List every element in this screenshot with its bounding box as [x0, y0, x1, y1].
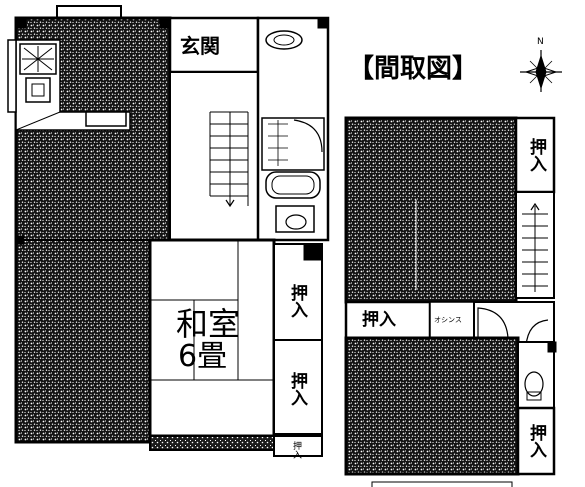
stove-burner-icon	[22, 46, 54, 72]
toilet-room	[275, 205, 315, 233]
bathtub-icon	[265, 171, 321, 199]
washroom	[261, 117, 325, 171]
pillar-3	[159, 17, 171, 29]
oshiire-1f-lower	[273, 339, 323, 435]
sink-icon	[25, 77, 51, 103]
kitchen-diagonal	[15, 111, 61, 131]
toilet-icon	[285, 214, 307, 230]
tatami-lines	[150, 240, 274, 381]
washbasin-bowl-icon	[273, 34, 295, 46]
second-floor	[344, 116, 557, 476]
pillar-4	[317, 17, 329, 29]
upper-room-textured	[344, 116, 518, 304]
floor-grate-icon	[268, 120, 288, 166]
stair-arrow-icon	[225, 199, 235, 208]
oshiire-2f-top-label: 押入	[526, 138, 546, 172]
oshiire-1f-lower-label: 押入	[287, 372, 307, 406]
lower-room-textured	[344, 336, 520, 476]
toilet-room-2f	[517, 341, 555, 409]
scale-bar	[371, 481, 513, 487]
plan-title: 【間取図】	[348, 54, 479, 84]
oshiire-2f-hall	[344, 300, 432, 340]
first-floor	[7, 5, 330, 457]
toilet-2f-icon	[524, 371, 544, 397]
door-swing-1	[477, 307, 509, 339]
engawa-strip	[149, 435, 275, 451]
genkan-room	[168, 16, 260, 74]
compass-north-label: N	[537, 37, 544, 47]
sink-basin-icon	[31, 83, 45, 97]
fridge-icon	[85, 111, 127, 127]
oshiire-1f-small-label: 押入	[291, 441, 301, 459]
window-bay-top	[56, 5, 122, 19]
oshiire-2f-bottom-label: 押入	[526, 424, 546, 458]
pillar-2	[15, 17, 27, 29]
washitsu-name-label: 和室	[176, 305, 241, 343]
bathtub-inner-icon	[271, 175, 315, 195]
toilet-tank-icon	[526, 391, 542, 401]
genkan-label: 玄関	[180, 34, 220, 58]
oshiire-1f-upper-label: 押入	[287, 284, 307, 318]
compass-icon	[520, 50, 562, 92]
small-closet-1f	[273, 435, 323, 457]
washitsu-size-label: 6畳	[178, 339, 228, 374]
hallway-2f	[473, 301, 555, 343]
washbasin-icon	[265, 30, 303, 50]
door-swing-bath	[293, 119, 323, 153]
stair-arrow-up-icon	[530, 202, 540, 211]
stair-steps-2f	[522, 206, 548, 292]
osunsu-label: オシンス	[434, 316, 462, 324]
washitsu-room	[148, 238, 276, 438]
oshiire-2f-bottom	[516, 406, 556, 476]
wet-area	[256, 16, 330, 242]
kitchen-side-bar	[7, 39, 17, 113]
oshiire-2f-hall-label: 押入	[362, 310, 396, 330]
osunsu-closet	[429, 301, 475, 339]
stair-steps	[209, 111, 249, 206]
pillar-6	[547, 341, 557, 353]
staircase-1f	[169, 71, 259, 241]
pillar-1	[303, 243, 323, 261]
